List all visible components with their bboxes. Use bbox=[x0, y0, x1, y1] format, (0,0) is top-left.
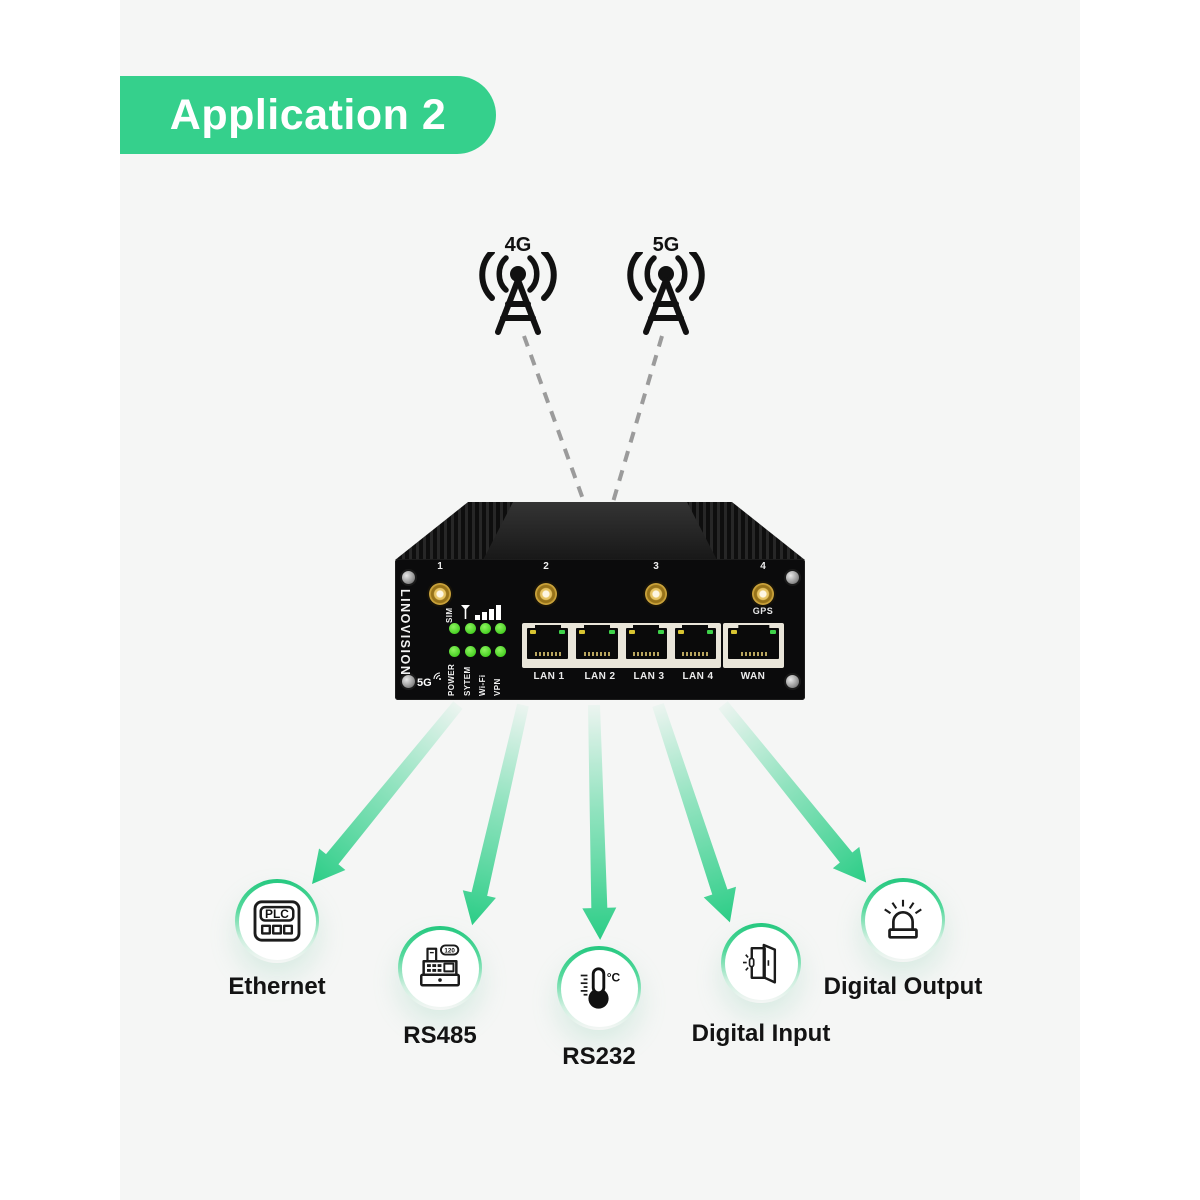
dashed-line-5g bbox=[611, 335, 664, 503]
status-led-system bbox=[464, 645, 476, 657]
status-led bbox=[479, 622, 491, 634]
status-led bbox=[494, 622, 506, 634]
screw bbox=[400, 569, 417, 586]
dashed-line-4g bbox=[522, 335, 586, 503]
antenna-connector-4 bbox=[752, 583, 774, 605]
sim-label: SIM bbox=[445, 607, 454, 623]
screw bbox=[784, 569, 801, 586]
wan-port-group bbox=[723, 623, 784, 668]
router-front-panel: LINOVISION 5G 1 2 3 4 GPS SIM POWER SYTE… bbox=[395, 559, 805, 700]
status-led-vpn bbox=[494, 645, 506, 657]
endpoint-label-digital-output: Digital Output bbox=[823, 973, 983, 1000]
endpoint-circle-rs232: °C bbox=[557, 946, 641, 1030]
endpoint-circle-rs485: 120 bbox=[398, 926, 482, 1010]
screw bbox=[784, 673, 801, 690]
siren-light-icon bbox=[884, 899, 922, 939]
antenna-number-4: 4 bbox=[760, 561, 766, 572]
endpoint-label-rs232: RS232 bbox=[562, 1043, 636, 1070]
antenna-connector-3 bbox=[645, 583, 667, 605]
tower-5g-label: 5G bbox=[652, 234, 680, 256]
port-label-lan1: LAN 1 bbox=[533, 671, 565, 682]
endpoint-label-ethernet: Ethernet bbox=[228, 973, 326, 1000]
arrow-to-rs485 bbox=[462, 703, 529, 926]
status-led-sim bbox=[448, 622, 460, 634]
svg-text:120: 120 bbox=[444, 947, 455, 954]
router-device: LINOVISION 5G 1 2 3 4 GPS SIM POWER SYTE… bbox=[395, 502, 805, 700]
port-label-lan4: LAN 4 bbox=[682, 671, 714, 682]
plc-device-icon: PLC bbox=[253, 900, 301, 942]
antenna-number-2: 2 bbox=[543, 561, 549, 572]
tiny-antenna-icon bbox=[433, 672, 441, 680]
status-led bbox=[464, 622, 476, 634]
arrow-to-ethernet bbox=[312, 701, 463, 885]
brand-label: LINOVISION bbox=[398, 589, 412, 677]
status-label-wifi: Wi-Fi bbox=[478, 674, 487, 696]
endpoint-circle-ethernet: PLC bbox=[235, 879, 319, 963]
thermometer-icon: °C bbox=[580, 967, 621, 1009]
tower-4g-label: 4G bbox=[504, 234, 532, 256]
screw bbox=[400, 673, 417, 690]
endpoint-label-rs485: RS485 bbox=[403, 1022, 477, 1049]
cash-register-icon: 120 bbox=[420, 944, 460, 987]
gps-label: GPS bbox=[752, 606, 774, 616]
rj45-port-lan2 bbox=[573, 625, 621, 666]
cell-tower-4g: 4G bbox=[458, 234, 578, 340]
cell-tower-icon bbox=[627, 252, 705, 335]
rj45-port-lan1 bbox=[524, 625, 572, 666]
svg-text:PLC: PLC bbox=[265, 907, 289, 921]
arrow-to-digital-input bbox=[652, 703, 736, 923]
signal-bars-icon bbox=[461, 605, 501, 620]
router-heatsink-center bbox=[483, 502, 717, 560]
corner-5g-badge: 5G bbox=[417, 672, 441, 689]
endpoint-circle-digital-input bbox=[721, 923, 801, 1003]
status-led-power bbox=[448, 645, 460, 657]
open-door-icon bbox=[743, 943, 777, 984]
antenna-connector-1 bbox=[429, 583, 451, 605]
port-label-wan: WAN bbox=[740, 671, 766, 682]
cell-tower-icon bbox=[479, 252, 557, 335]
application-badge-label: Application 2 bbox=[169, 90, 447, 139]
rj45-port-wan bbox=[725, 625, 782, 666]
status-label-power: POWER bbox=[447, 663, 456, 696]
status-label-vpn: VPN bbox=[493, 678, 502, 696]
endpoint-label-digital-input: Digital Input bbox=[691, 1020, 831, 1047]
arrow-to-digital-output bbox=[718, 701, 867, 883]
port-label-lan2: LAN 2 bbox=[584, 671, 616, 682]
endpoint-circle-digital-output bbox=[861, 878, 945, 962]
application-badge: Application 2 bbox=[120, 76, 496, 154]
antenna-number-3: 3 bbox=[653, 561, 659, 572]
antenna-number-1: 1 bbox=[437, 561, 443, 572]
status-label-system: SYTEM bbox=[463, 666, 472, 696]
rj45-port-lan3 bbox=[622, 625, 670, 666]
port-label-lan3: LAN 3 bbox=[633, 671, 665, 682]
lan-port-group bbox=[522, 623, 721, 668]
arrow-to-rs232 bbox=[582, 704, 617, 940]
cell-tower-5g: 5G bbox=[606, 234, 726, 340]
rj45-port-lan4 bbox=[671, 625, 719, 666]
status-led-wifi bbox=[479, 645, 491, 657]
svg-text:°C: °C bbox=[607, 970, 621, 984]
antenna-connector-2 bbox=[535, 583, 557, 605]
